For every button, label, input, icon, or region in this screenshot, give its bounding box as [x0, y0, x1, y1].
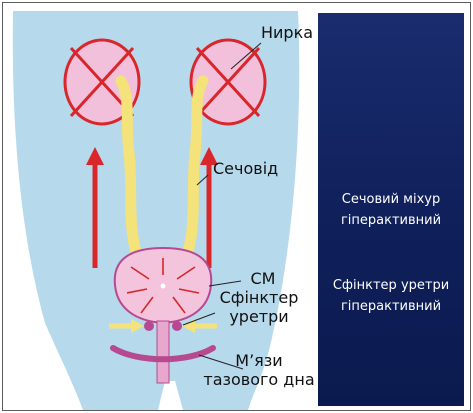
bladder-note-line1: Сечовий міхур [318, 189, 464, 210]
sphincter-right [172, 321, 182, 331]
bladder-note-line2: гіперактивний [318, 210, 464, 231]
sphincter-label-line2: уретри [211, 307, 307, 326]
sphincter-left [144, 321, 154, 331]
anatomy-panel: Нирка Сечовід CM Сфінктер уретри М’язи т… [3, 3, 316, 410]
ureter-label: Сечовід [213, 159, 278, 178]
cm-label: CM [243, 269, 283, 288]
sphincter-label: Сфінктер уретри [211, 288, 307, 326]
sphincter-note-line2: гіперактивний [318, 296, 464, 317]
sphincter-note-line1: Сфінктер уретри [318, 275, 464, 296]
info-side-panel: Сечовий міхур гіперактивний Сфінктер уре… [318, 13, 464, 406]
anatomy-illustration [3, 3, 316, 410]
bladder-center [161, 284, 166, 289]
pelvic-floor-label-line2: тазового дна [203, 370, 315, 389]
urethra [157, 321, 169, 383]
sphincter-label-line1: Сфінктер [211, 288, 307, 307]
pelvic-floor-label: М’язи тазового дна [203, 351, 315, 389]
overactive-bladder-note: Сечовий міхур гіперактивний [318, 189, 464, 231]
kidney-label: Нирка [261, 23, 313, 42]
pelvic-floor-label-line1: М’язи [203, 351, 315, 370]
overactive-sphincter-note: Сфінктер уретри гіперактивний [318, 275, 464, 317]
